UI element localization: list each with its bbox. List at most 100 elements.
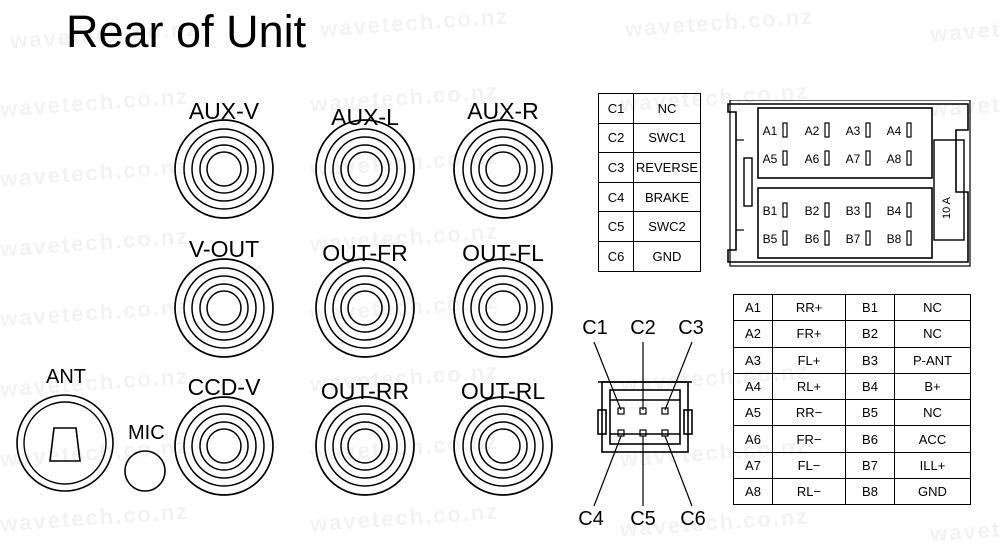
pin-id: A1 [733, 293, 773, 322]
rca-jack-icon [174, 119, 274, 219]
watermark: wavetech.co.nz [0, 293, 190, 332]
c-plug-diagram [593, 341, 693, 507]
plug-label-c2: C2 [630, 317, 656, 339]
iso-pin-contact [906, 150, 912, 166]
pin-function: ILL+ [894, 451, 971, 480]
watermark: wavetech.co.nz [0, 153, 190, 192]
rca-jack-icon [174, 396, 274, 496]
pin-id: B7 [845, 451, 895, 480]
plug-label-c1: C1 [582, 317, 608, 339]
watermark: wavetech.co.nz [0, 498, 190, 537]
iso-pin-contact [906, 230, 912, 246]
pin-function: GND [894, 478, 971, 506]
pin-function: BRAKE [633, 181, 701, 213]
plug-label-c5: C5 [630, 508, 656, 530]
pin-id: B2 [845, 320, 895, 348]
jack-label: V-OUT [188, 236, 260, 262]
iso-pin-label: A4 [887, 124, 902, 138]
mic-socket-icon [124, 450, 166, 492]
pin-function: SWC1 [633, 122, 701, 154]
iso-pin-label: B5 [763, 232, 778, 246]
pin-function: ACC [894, 425, 971, 453]
pin-id: A8 [733, 478, 773, 506]
pin-function: NC [633, 93, 701, 124]
rca-jack-icon [453, 258, 553, 358]
iso-pin-label: A7 [846, 152, 861, 166]
pin-function: NC [894, 399, 971, 427]
antenna-label: ANT [46, 366, 86, 388]
iso-pin-contact [906, 202, 912, 218]
watermark: wavetech.co.nz [624, 3, 815, 42]
iso-pin-label: A5 [763, 152, 778, 166]
iso-pin-label: A1 [763, 124, 778, 138]
rca-jack-icon [174, 258, 274, 358]
pin-function: FR− [772, 425, 846, 453]
iso-pin-contact [824, 202, 830, 218]
pin-id: C5 [598, 211, 634, 242]
fuse-label: 10 A [941, 196, 953, 219]
pin-id: C6 [598, 240, 634, 272]
pin-id: C1 [598, 93, 634, 124]
iso-pin-label: A6 [805, 152, 820, 166]
iso-pin-contact [865, 230, 871, 246]
iso-pin-contact [865, 122, 871, 138]
pin-id: C4 [598, 181, 634, 213]
jack-label: CCD-V [187, 374, 261, 400]
rca-jack-icon [315, 258, 415, 358]
rca-jack-icon [315, 119, 415, 219]
iso-pin-contact [824, 122, 830, 138]
iso-pin-contact [865, 150, 871, 166]
plug-label-c3: C3 [678, 317, 704, 339]
pin-function: REVERSE [633, 152, 701, 183]
pin-id: B8 [845, 478, 895, 506]
pin-id: A6 [733, 425, 773, 453]
pin-function: FR+ [772, 320, 846, 348]
iso-pin-label: B3 [846, 204, 861, 218]
pin-id: C2 [598, 122, 634, 154]
pin-function: B+ [894, 372, 971, 401]
pin-function: NC [894, 293, 971, 322]
mic-label: MIC [128, 422, 165, 444]
iso-pin-label: B6 [805, 232, 820, 246]
iso-pin-label: B2 [805, 204, 820, 218]
iso-pin-contact [824, 150, 830, 166]
jack-label: OUT-FR [322, 240, 408, 266]
pin-function: RL+ [772, 372, 846, 401]
pin-id: B4 [845, 372, 895, 401]
jack-label: OUT-FL [462, 240, 544, 266]
pin-function: GND [633, 240, 701, 272]
pin-function: FL+ [772, 346, 846, 374]
watermark: wavetech.co.nz [309, 498, 500, 537]
pin-function: NC [894, 320, 971, 348]
pin-function: RR− [772, 399, 846, 427]
watermark: wavetech.co.nz [929, 8, 1000, 47]
pin-id: A2 [733, 320, 773, 348]
pin-id: B6 [845, 425, 895, 453]
rca-jack-icon [453, 396, 553, 496]
iso-pin-contact [782, 202, 788, 218]
pin-id: A3 [733, 346, 773, 374]
iso-pin-contact [865, 202, 871, 218]
page-title: Rear of Unit [66, 6, 307, 57]
iso-pin-label: B4 [887, 204, 902, 218]
plug-label-c4: C4 [578, 508, 604, 530]
pin-id: A5 [733, 399, 773, 427]
rca-jack-icon [315, 396, 415, 496]
pin-function: SWC2 [633, 211, 701, 242]
iso-pin-label: A2 [805, 124, 820, 138]
iso-pin-label: B1 [763, 204, 778, 218]
jack-label: OUT-RR [320, 378, 410, 404]
